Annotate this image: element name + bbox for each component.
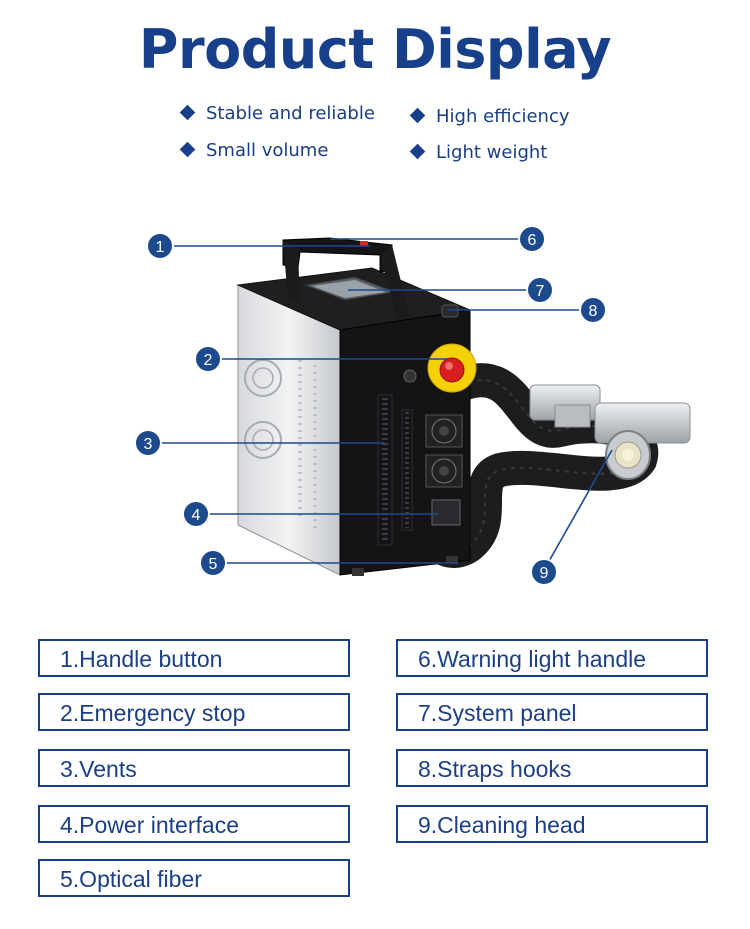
- label-system-panel: 7.System panel: [396, 693, 708, 731]
- callout-1: 1: [146, 232, 174, 260]
- feature-volume: Small volume: [179, 140, 329, 161]
- callout-3: 3: [134, 429, 162, 457]
- side-vent-fans: [244, 359, 317, 528]
- label-emergency-stop: 2.Emergency stop: [38, 693, 350, 731]
- label-warning-light-handle: 6.Warning light handle: [396, 639, 708, 677]
- label-vents: 3.Vents: [38, 749, 350, 787]
- callout-6: 6: [518, 225, 546, 253]
- label-text: 2.Emergency stop: [60, 700, 246, 726]
- diamond-bullet-icon: [179, 141, 196, 158]
- product-illustration: 1 2 3 4 5 6 7 8 9: [134, 225, 691, 586]
- feature-label: Light weight: [436, 142, 548, 163]
- callout-7: 7: [526, 276, 554, 304]
- warning-light-icon: [360, 241, 368, 246]
- front-fans: [425, 414, 463, 488]
- label-text: 4.Power interface: [60, 812, 239, 838]
- feature-label: High efficiency: [436, 106, 570, 127]
- callout-4: 4: [182, 500, 210, 528]
- callout-8: 8: [579, 296, 607, 324]
- label-straps-hooks: 8.Straps hooks: [396, 749, 708, 787]
- callout-9: 9: [530, 558, 558, 586]
- emergency-stop-button[interactable]: [427, 343, 477, 393]
- label-text: 6.Warning light handle: [418, 646, 647, 672]
- cleaning-head: [529, 384, 691, 480]
- feature-label: Stable and reliable: [206, 103, 375, 124]
- label-text: 1.Handle button: [60, 646, 223, 672]
- callout-number: 6: [528, 232, 537, 249]
- label-handle-button: 1.Handle button: [38, 639, 350, 677]
- diamond-bullet-icon: [409, 143, 426, 160]
- feature-label: Small volume: [206, 140, 329, 161]
- strap-hook: [441, 304, 459, 318]
- diamond-bullet-icon: [409, 107, 426, 124]
- label-text: 5.Optical fiber: [60, 866, 202, 892]
- label-text: 7.System panel: [418, 700, 577, 726]
- feature-stable: Stable and reliable: [179, 103, 375, 124]
- label-power-interface: 4.Power interface: [38, 805, 350, 843]
- callout-number: 5: [209, 556, 218, 573]
- callout-number: 3: [144, 436, 153, 453]
- front-vents: [377, 394, 413, 546]
- callout-2: 2: [194, 345, 222, 373]
- callout-5: 5: [199, 549, 227, 577]
- callout-number: 1: [156, 239, 165, 256]
- label-text: 3.Vents: [60, 756, 137, 782]
- power-interface-socket: [431, 499, 461, 526]
- feature-weight: Light weight: [409, 142, 548, 163]
- callout-number: 4: [192, 507, 201, 524]
- label-cleaning-head: 9.Cleaning head: [396, 805, 708, 843]
- label-text: 8.Straps hooks: [418, 756, 572, 782]
- label-optical-fiber: 5.Optical fiber: [38, 859, 350, 897]
- feature-efficiency: High efficiency: [409, 106, 570, 127]
- label-text: 9.Cleaning head: [418, 812, 586, 838]
- callout-number: 2: [204, 352, 213, 369]
- callout-number: 7: [536, 283, 545, 300]
- callout-number: 8: [589, 303, 598, 320]
- diamond-bullet-icon: [179, 104, 196, 121]
- page-title: Product Display: [138, 18, 612, 81]
- callout-number: 9: [540, 565, 549, 582]
